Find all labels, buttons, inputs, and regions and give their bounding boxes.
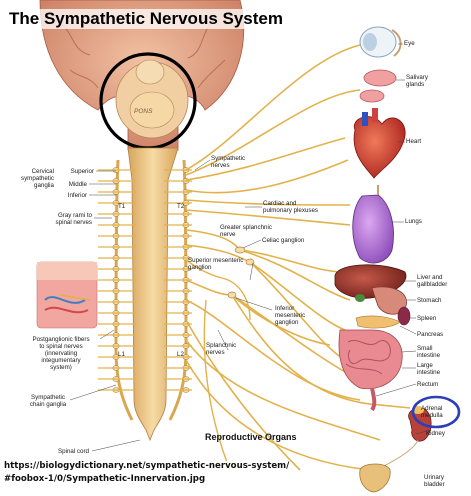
l2-label: L2 (177, 351, 184, 358)
brain (39, 0, 245, 151)
t1-label: T1 (118, 203, 126, 210)
pancreas-organ (355, 315, 401, 329)
organ-label-kidney: Kidney (426, 430, 445, 437)
stomach-organ (371, 286, 407, 315)
organ-label-large-intestine: Large intestine (417, 362, 441, 376)
nerve-branches (185, 44, 411, 471)
gray-rami-label: Gray rami to spinal nerves (55, 212, 92, 226)
spleen-organ (397, 306, 411, 326)
organ-label-salivary: Salivary glands (406, 74, 429, 88)
organ-label-stomach: Stomach (417, 297, 442, 304)
cardiac-plexuses-label: Cardiac and pulmonary plexuses (263, 200, 319, 214)
splanchnic-mid (185, 259, 251, 321)
organ-label-liver: Liver and gallbladder (417, 274, 448, 288)
cervical-ganglia-label: Cervical sympathetic ganglia (20, 168, 54, 189)
source-url-line1: https://biologydictionary.net/sympatheti… (4, 461, 290, 471)
rectum-organ (370, 387, 377, 412)
greater-splanchnic-label: Greater splanchnic nerve (220, 224, 272, 238)
spinal-cord-label: Spinal cord (58, 448, 89, 455)
l1-label: L1 (118, 351, 125, 358)
middle-ganglion-label: Middle (68, 181, 87, 188)
salivary-glands-organ (359, 69, 397, 103)
leader-lines (69, 43, 431, 452)
postganglionic-label: Postganglionic fibers to spinal nerves (… (32, 336, 90, 371)
superior-mesenteric-label: Superior mesenteric ganglion (188, 257, 244, 271)
source-url-line2: #foobox-1/0/Sympathetic-Innervation.jpg (4, 474, 206, 484)
organ-label-eye: Eye (404, 40, 415, 47)
reproductive-organs-label: Reproductive Organs (205, 432, 297, 442)
adrenal-highlight-circle (411, 395, 461, 429)
organ-label-small-intestine: Small intestine (417, 345, 441, 359)
organ-label-bladder: Urinary bladder (424, 474, 445, 488)
organ-label-heart: Heart (406, 138, 422, 145)
inferior-ganglion-label: Inferior (67, 192, 87, 199)
organ-label-adrenal: Adrenal medulla (421, 405, 443, 419)
chain-ganglia-label: Sympathetic chain ganglia (29, 394, 67, 408)
prevertebral-ganglia (227, 246, 255, 299)
pons-label: PONS (134, 108, 153, 115)
bladder-organ (359, 463, 391, 493)
spinal-nerve-rami (98, 169, 192, 391)
sympathetic-nerves-label: Sympathetic nerves (211, 155, 246, 169)
heart-organ (353, 108, 406, 179)
organ-label-spleen: Spleen (417, 315, 437, 322)
splanchnic-lower (203, 299, 231, 471)
sympathetic-chains (114, 159, 188, 421)
inferior-mesenteric-label: Inferior mesenteric ganglion (275, 305, 306, 326)
organ-label-rectum: Rectum (417, 381, 439, 388)
celiac-ganglion-label: Celiac ganglion (262, 237, 305, 244)
superior-ganglion-label: Superior (70, 168, 94, 175)
organ-label-lungs: Lungs (405, 218, 422, 225)
eye-organ (359, 26, 402, 58)
skin-inset (36, 261, 98, 329)
t2-label: T2 (177, 203, 185, 210)
spinal-cord (127, 147, 179, 442)
splanchnic-nerves-label: Splanchnic nerves (206, 342, 237, 356)
lungs-organ (352, 185, 394, 264)
page-title: The Sympathetic Nervous System (6, 9, 286, 29)
intestines-organ (338, 329, 403, 390)
organ-label-pancreas: Pancreas (417, 331, 444, 338)
